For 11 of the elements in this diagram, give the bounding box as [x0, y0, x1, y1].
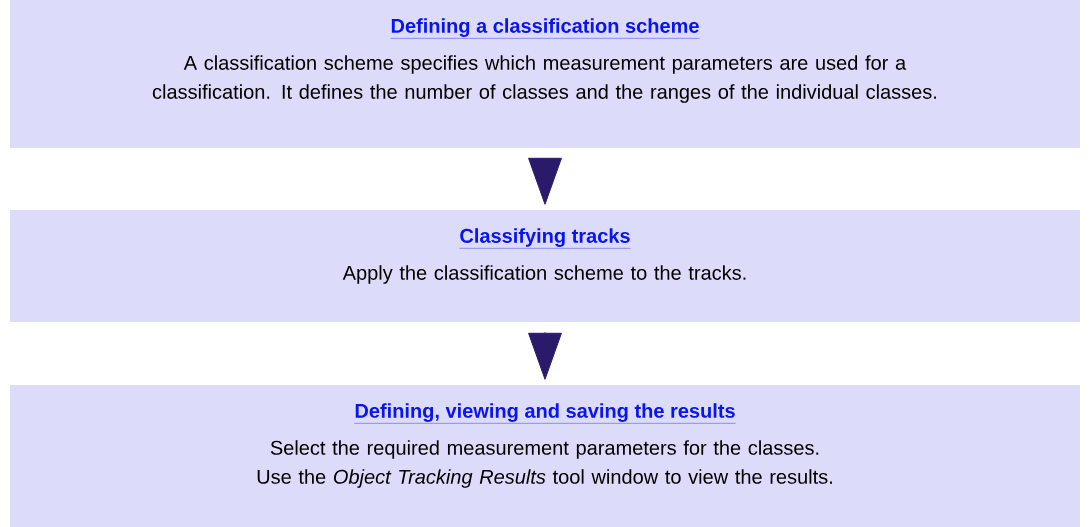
heading-link: Defining, viewing and saving the results — [354, 403, 736, 424]
process-box — [10, 0, 1080, 148]
description-text: Apply the classification scheme to the tracks. — [342, 265, 746, 284]
heading-link: Classifying tracks — [459, 228, 631, 249]
arrow — [528, 157, 562, 205]
heading-link: Defining a classification scheme — [390, 18, 700, 39]
arrow — [528, 331, 562, 380]
process-box — [10, 385, 1080, 527]
description-text: Select the required measurement parameters for the classes. Use the Object Tracking Results tool window to view the results. — [257, 440, 832, 488]
process-box — [10, 210, 1080, 322]
description-text: A classification scheme specifies which measurement parameters are used for a classification. It defines the number of classes and the ranges of the individual classes. — [152, 55, 936, 103]
